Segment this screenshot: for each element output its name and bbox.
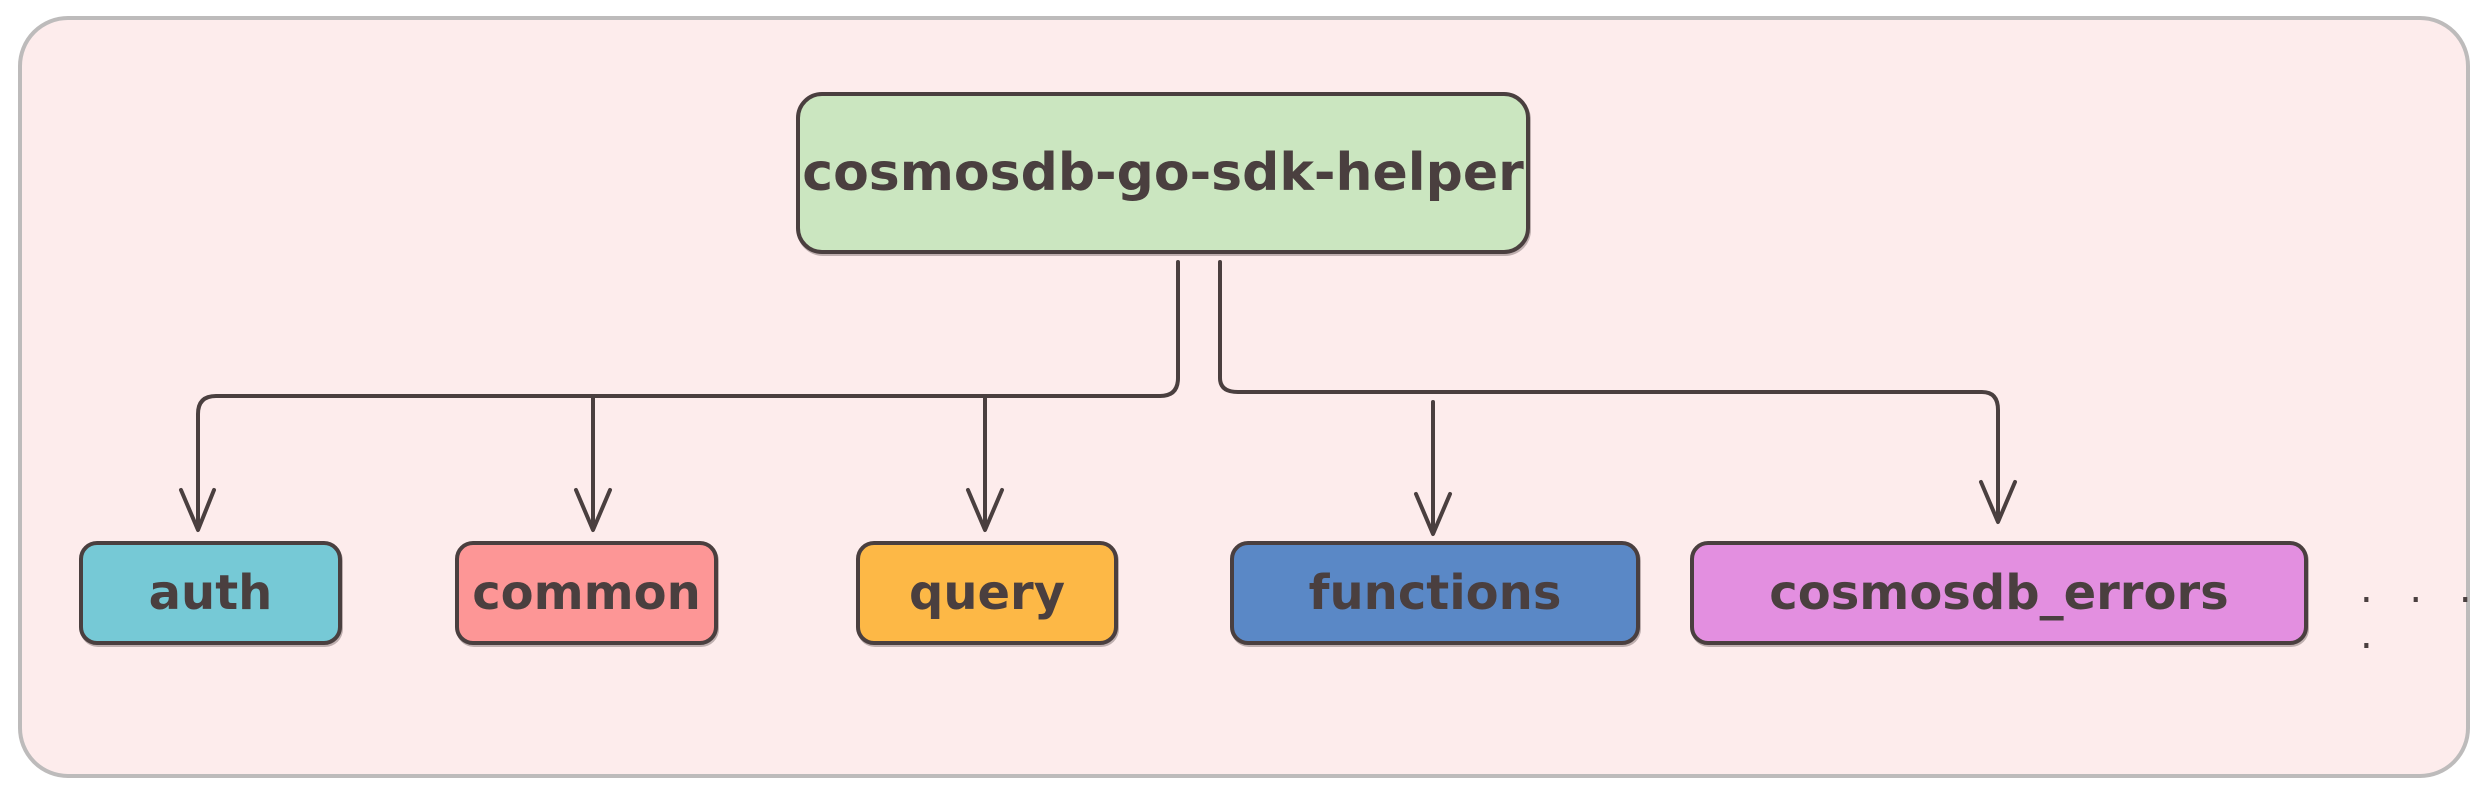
- arrow-cosmosdb-errors: [1979, 480, 2017, 524]
- child-node-label: common: [472, 565, 701, 621]
- child-node-label: functions: [1308, 565, 1562, 621]
- arrow-query: [966, 488, 1004, 532]
- child-node-label: auth: [148, 565, 273, 621]
- child-node-auth: auth: [79, 541, 342, 645]
- child-node-query: query: [856, 541, 1118, 645]
- child-node-functions: functions: [1230, 541, 1640, 645]
- trunk-right: [1218, 260, 2000, 522]
- child-node-common: common: [455, 541, 718, 645]
- arrow-auth: [179, 488, 216, 532]
- child-node-cosmosdb-errors: cosmosdb_errors: [1690, 541, 2308, 645]
- arrow-functions: [1414, 492, 1452, 536]
- child-node-label: cosmosdb_errors: [1769, 565, 2229, 621]
- root-node-label: cosmosdb-go-sdk-helper: [802, 143, 1524, 203]
- trunk-left: [196, 260, 1180, 530]
- arrow-common: [574, 488, 612, 532]
- child-node-label: query: [908, 565, 1066, 621]
- more-indicator: . . . .: [2360, 566, 2484, 658]
- root-node-cosmosdb-go-sdk-helper: cosmosdb-go-sdk-helper: [796, 92, 1530, 254]
